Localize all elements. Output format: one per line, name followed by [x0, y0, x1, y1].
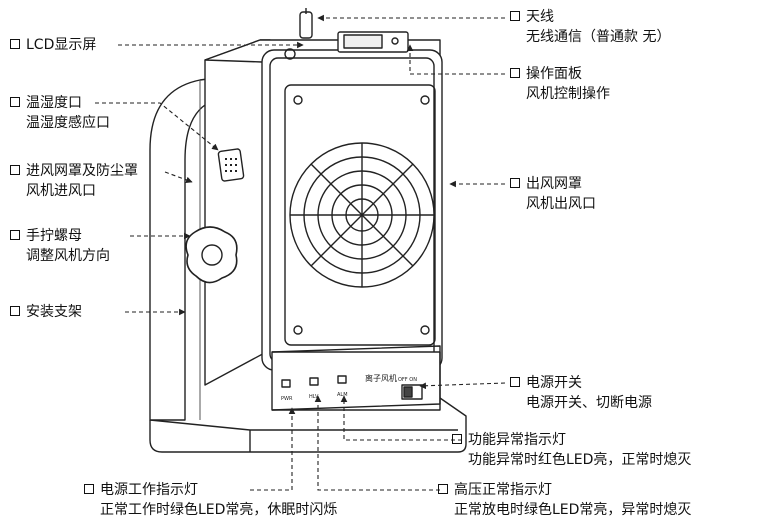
switch-label: OFF ON	[398, 377, 417, 383]
callout-power-led-desc: 正常工作时绿色LED常亮，休眠时闪烁	[100, 502, 338, 518]
callout-knob-title: 手拧螺母	[10, 228, 82, 244]
callout-panel: 操作面板 风机控制操作	[510, 64, 610, 104]
callout-lcd: LCD显示屏	[10, 35, 96, 55]
callout-hv-led-title: 高压正常指示灯	[438, 482, 552, 498]
callout-power-switch-title: 电源开关	[510, 375, 582, 391]
callout-antenna-desc: 无线通信（普通款 无）	[526, 29, 671, 45]
callout-panel-desc: 风机控制操作	[526, 86, 610, 102]
callout-lcd-title: LCD显示屏	[10, 37, 96, 53]
callout-humidity-desc: 温湿度感应口	[26, 115, 110, 131]
callout-outlet-desc: 风机出风口	[526, 196, 596, 212]
callout-hv-led: 高压正常指示灯 正常放电时绿色LED常亮，异常时熄灭	[438, 480, 691, 520]
callout-hv-led-desc: 正常放电时绿色LED常亮，异常时熄灭	[454, 502, 692, 518]
adjust-knob	[185, 226, 238, 284]
alarm-led	[337, 375, 347, 384]
callout-outlet-title: 出风网罩	[510, 176, 582, 192]
callout-knob: 手拧螺母 调整风机方向	[10, 226, 110, 266]
callout-power-switch: 电源开关 电源开关、切断电源	[510, 373, 652, 413]
callout-antenna: 天线 无线通信（普通款 无）	[510, 7, 670, 47]
callout-inlet-title: 进风网罩及防尘罩	[10, 163, 138, 179]
callout-alarm-led-desc: 功能异常时红色LED亮，正常时熄灭	[468, 452, 692, 468]
callout-inlet: 进风网罩及防尘罩 风机进风口	[10, 161, 138, 201]
callout-knob-desc: 调整风机方向	[26, 248, 110, 264]
indicator-label-hlv: HLV	[309, 394, 319, 400]
callout-bracket: 安装支架	[10, 302, 82, 322]
panel-text: 离子风机	[365, 373, 397, 383]
housing-back	[204, 39, 271, 386]
callout-outlet: 出风网罩 风机出风口	[510, 174, 596, 214]
callout-antenna-title: 天线	[510, 9, 554, 25]
indicator-label-alm: ALM	[337, 392, 348, 398]
callout-humidity-title: 温湿度口	[10, 95, 82, 111]
callout-panel-title: 操作面板	[510, 66, 582, 82]
callout-power-led-title: 电源工作指示灯	[84, 482, 198, 498]
callout-alarm-led-title: 功能异常指示灯	[452, 432, 566, 448]
callout-power-switch-desc: 电源开关、切断电源	[526, 395, 652, 411]
callout-humidity: 温湿度口 温湿度感应口	[10, 93, 110, 133]
callout-inlet-desc: 风机进风口	[26, 183, 96, 199]
antenna	[299, 11, 313, 39]
indicator-label-pwr: PWR	[281, 396, 293, 402]
control-panel	[271, 351, 441, 411]
callout-alarm-led: 功能异常指示灯 功能异常时红色LED亮，正常时熄灭	[452, 430, 691, 470]
leader-lines	[95, 14, 506, 491]
callout-power-led: 电源工作指示灯 正常工作时绿色LED常亮，休眠时闪烁	[84, 480, 337, 520]
callout-bracket-title: 安装支架	[10, 304, 82, 320]
hv-led	[309, 377, 319, 386]
power-led	[281, 379, 291, 388]
